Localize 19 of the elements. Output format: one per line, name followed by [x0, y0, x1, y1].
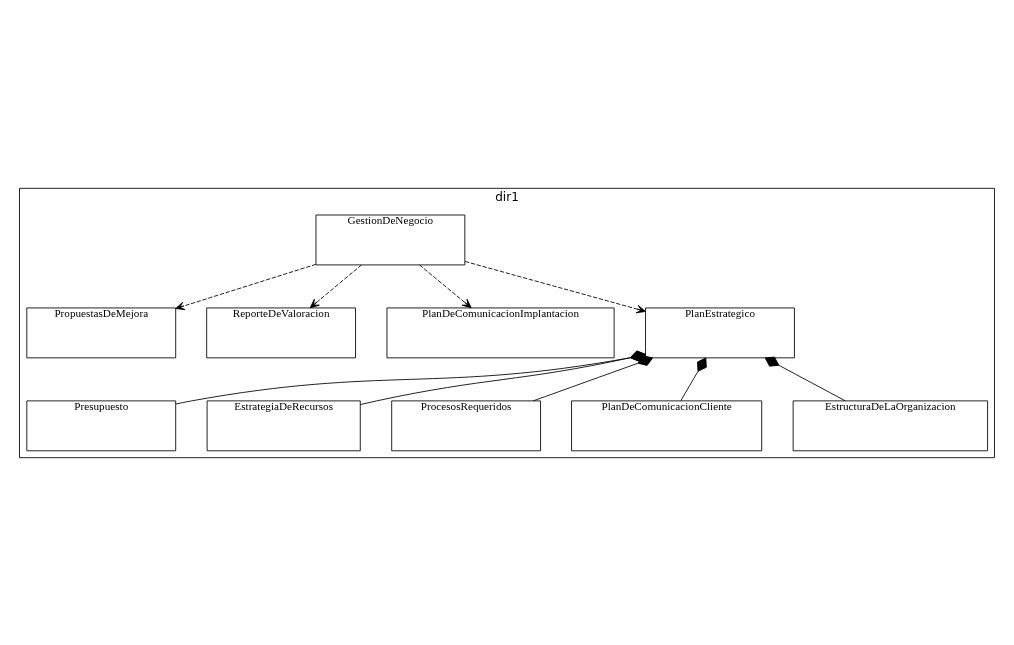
node-box: EstructuraDeLaOrganizacion	[792, 399, 989, 451]
connector	[175, 350, 646, 405]
node-box: PlanEstrategico	[645, 307, 795, 358]
node-box: ReporteDeValoracion	[206, 307, 356, 358]
node-box: PlanDeComunicacionCliente	[571, 399, 763, 451]
node-box: GestionDeNegocio	[315, 214, 466, 265]
node-box: Presupuesto	[26, 399, 177, 451]
node-box: ProcesosRequeridos	[391, 399, 541, 451]
arrow	[419, 264, 472, 308]
connector	[680, 357, 707, 401]
connector	[359, 350, 646, 405]
node-box: EstrategiaDeRecursos	[206, 399, 361, 451]
arrow	[175, 263, 317, 310]
connector	[532, 354, 654, 401]
arrow	[464, 260, 646, 313]
node-box: PlanDeComunicacionImplantacion	[386, 307, 615, 358]
node-box: PropuestasDeMejora	[26, 307, 177, 358]
arrow	[309, 264, 362, 308]
connector	[764, 356, 846, 401]
